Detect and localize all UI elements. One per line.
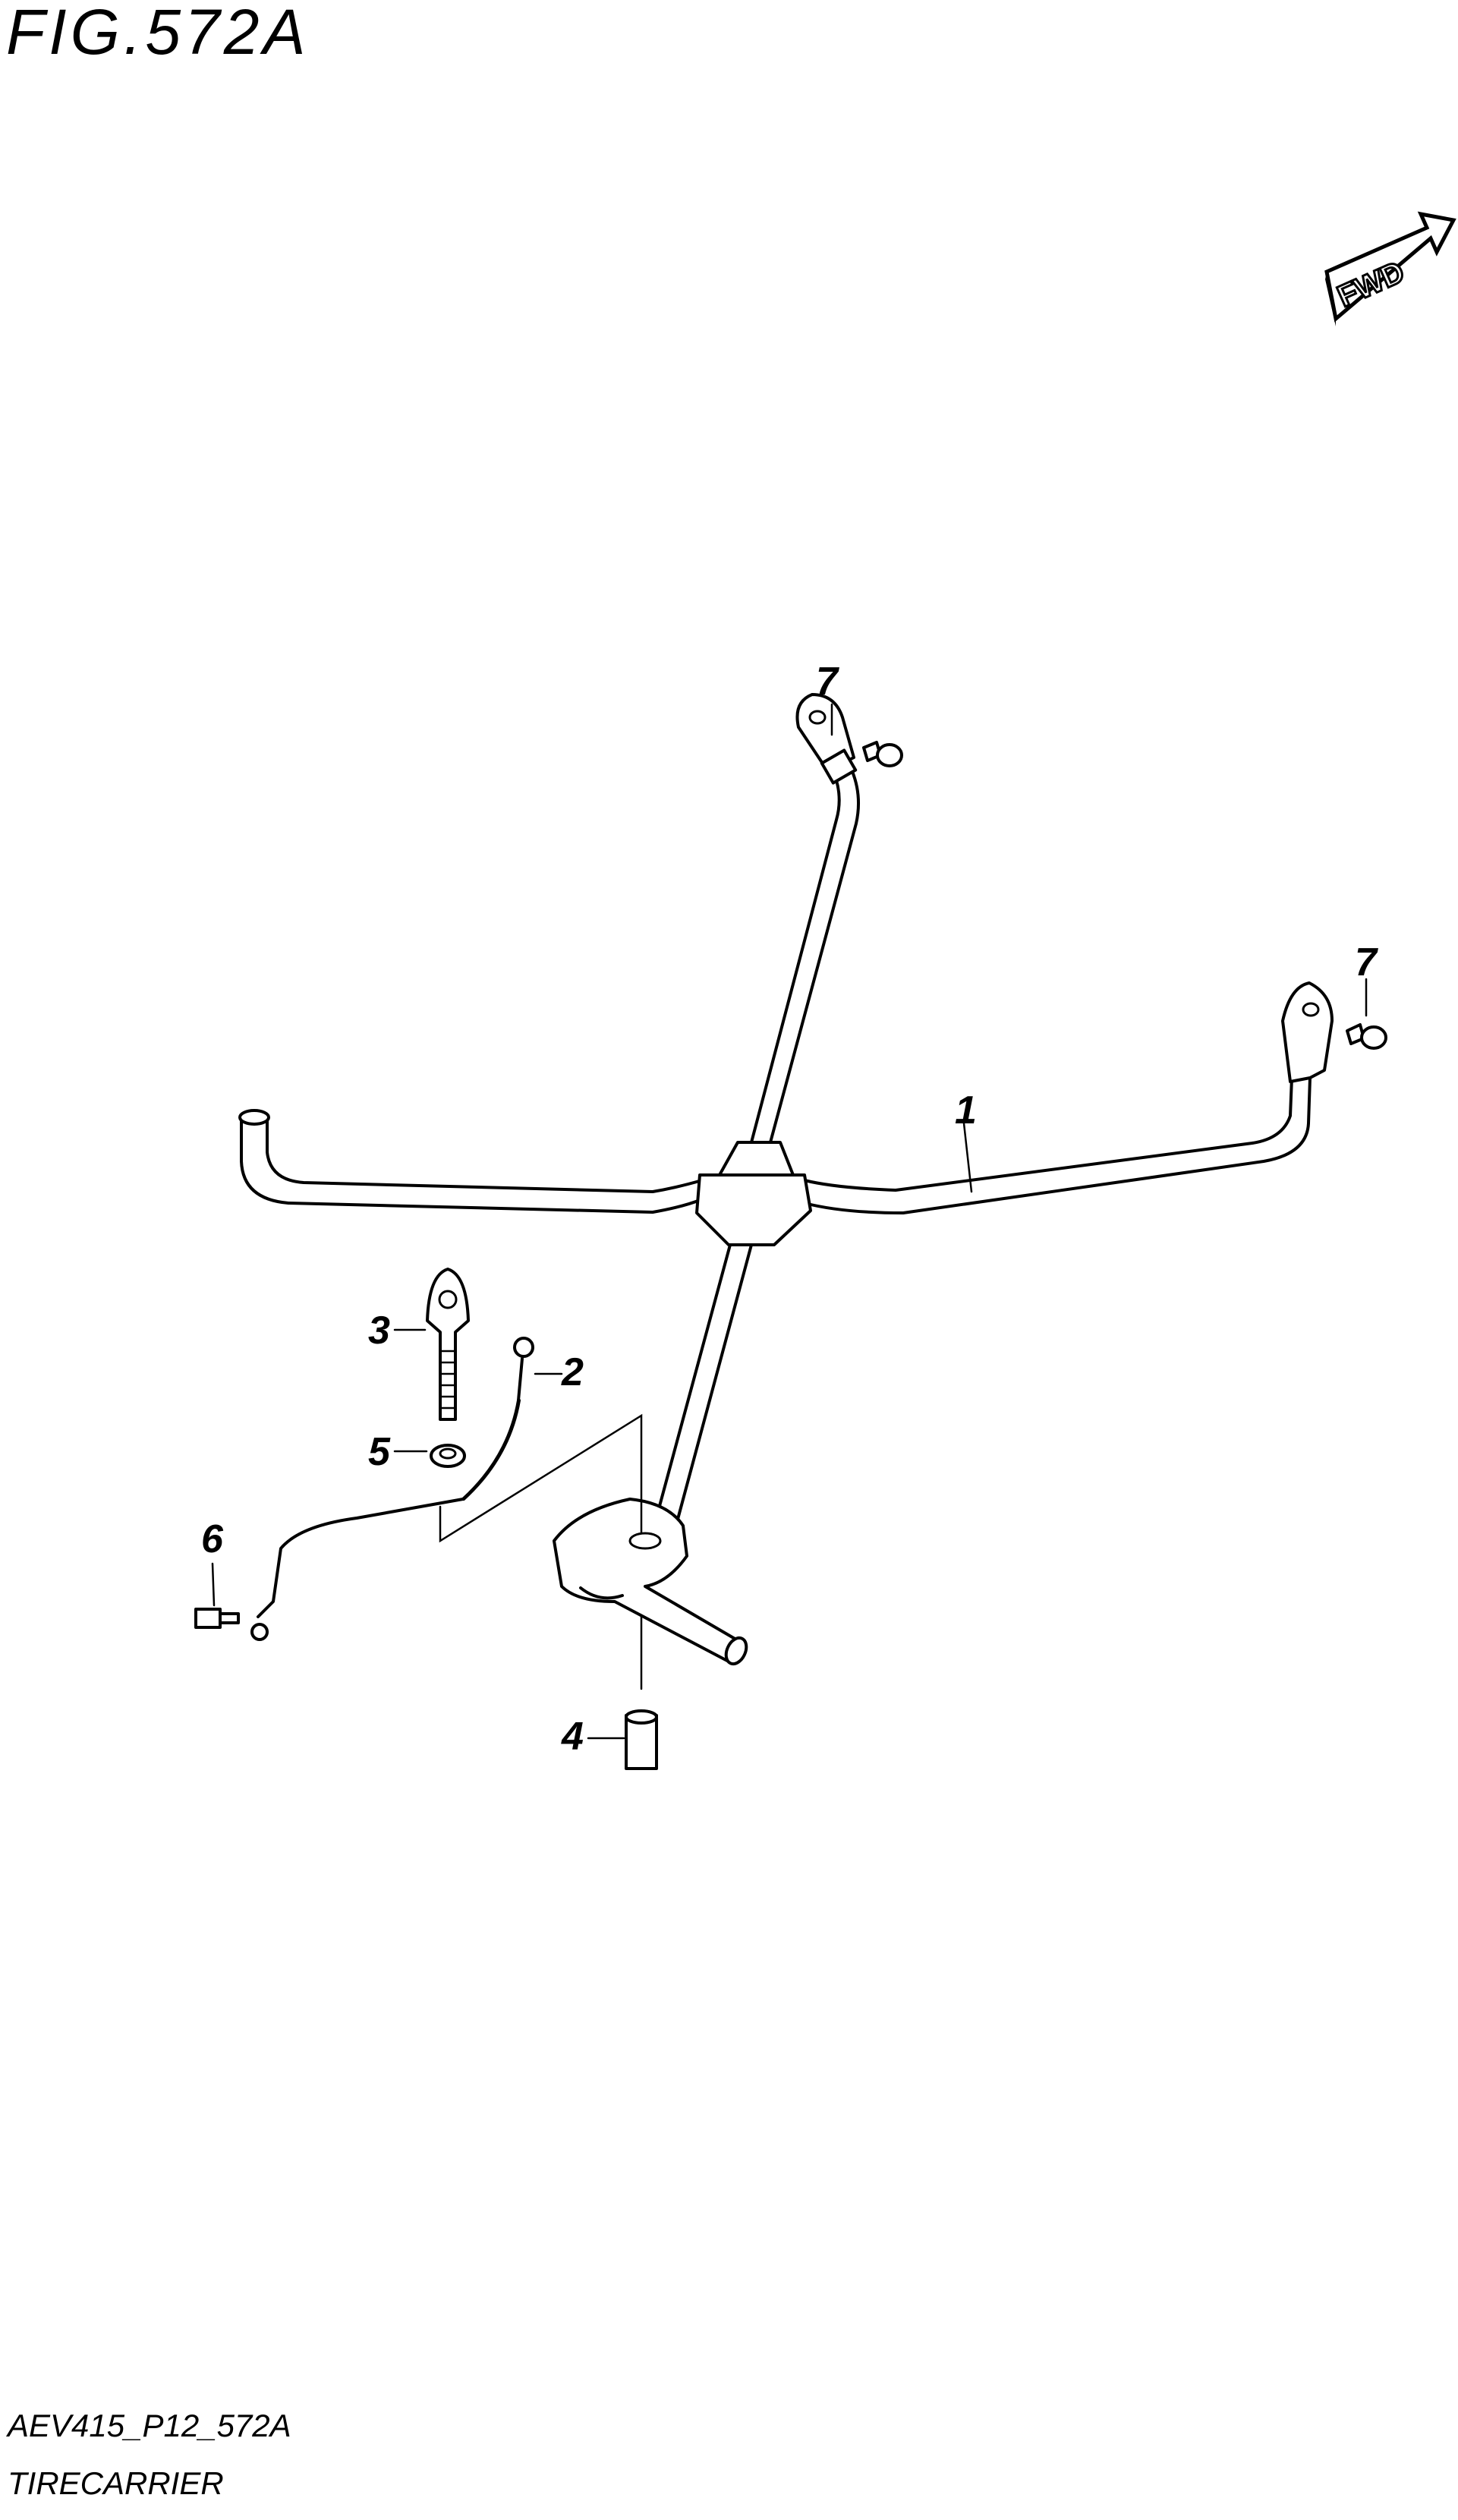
- callout-7-right: 7: [1355, 940, 1378, 984]
- callout-7: 7: [816, 660, 839, 704]
- bolt-icon: [862, 741, 903, 767]
- tire-carrier-frame: [238, 693, 1334, 1666]
- small-bolt-icon: [194, 1608, 240, 1629]
- leader-lines: [211, 703, 1368, 1740]
- ground-wire-icon: [250, 1337, 534, 1641]
- callout-5: 5: [368, 1430, 391, 1474]
- callout-2: 2: [561, 1350, 584, 1394]
- figure-title: FIG.572A: [6, 0, 310, 68]
- callout-3: 3: [368, 1309, 390, 1353]
- spacer-nut-icon: [625, 1709, 658, 1770]
- callout-6: 6: [201, 1517, 224, 1561]
- washer-icon: [430, 1444, 466, 1468]
- eye-bolt-icon: [426, 1268, 470, 1421]
- figure-code: AEV415_P12_572A: [8, 2408, 291, 2443]
- fwd-arrow-icon: FWD: [1324, 211, 1456, 326]
- figure-caption: TIRECARRIER: [8, 2465, 224, 2501]
- callout-1: 1: [955, 1088, 977, 1132]
- callout-4: 4: [561, 1715, 584, 1759]
- bolt-icon: [1346, 1023, 1387, 1050]
